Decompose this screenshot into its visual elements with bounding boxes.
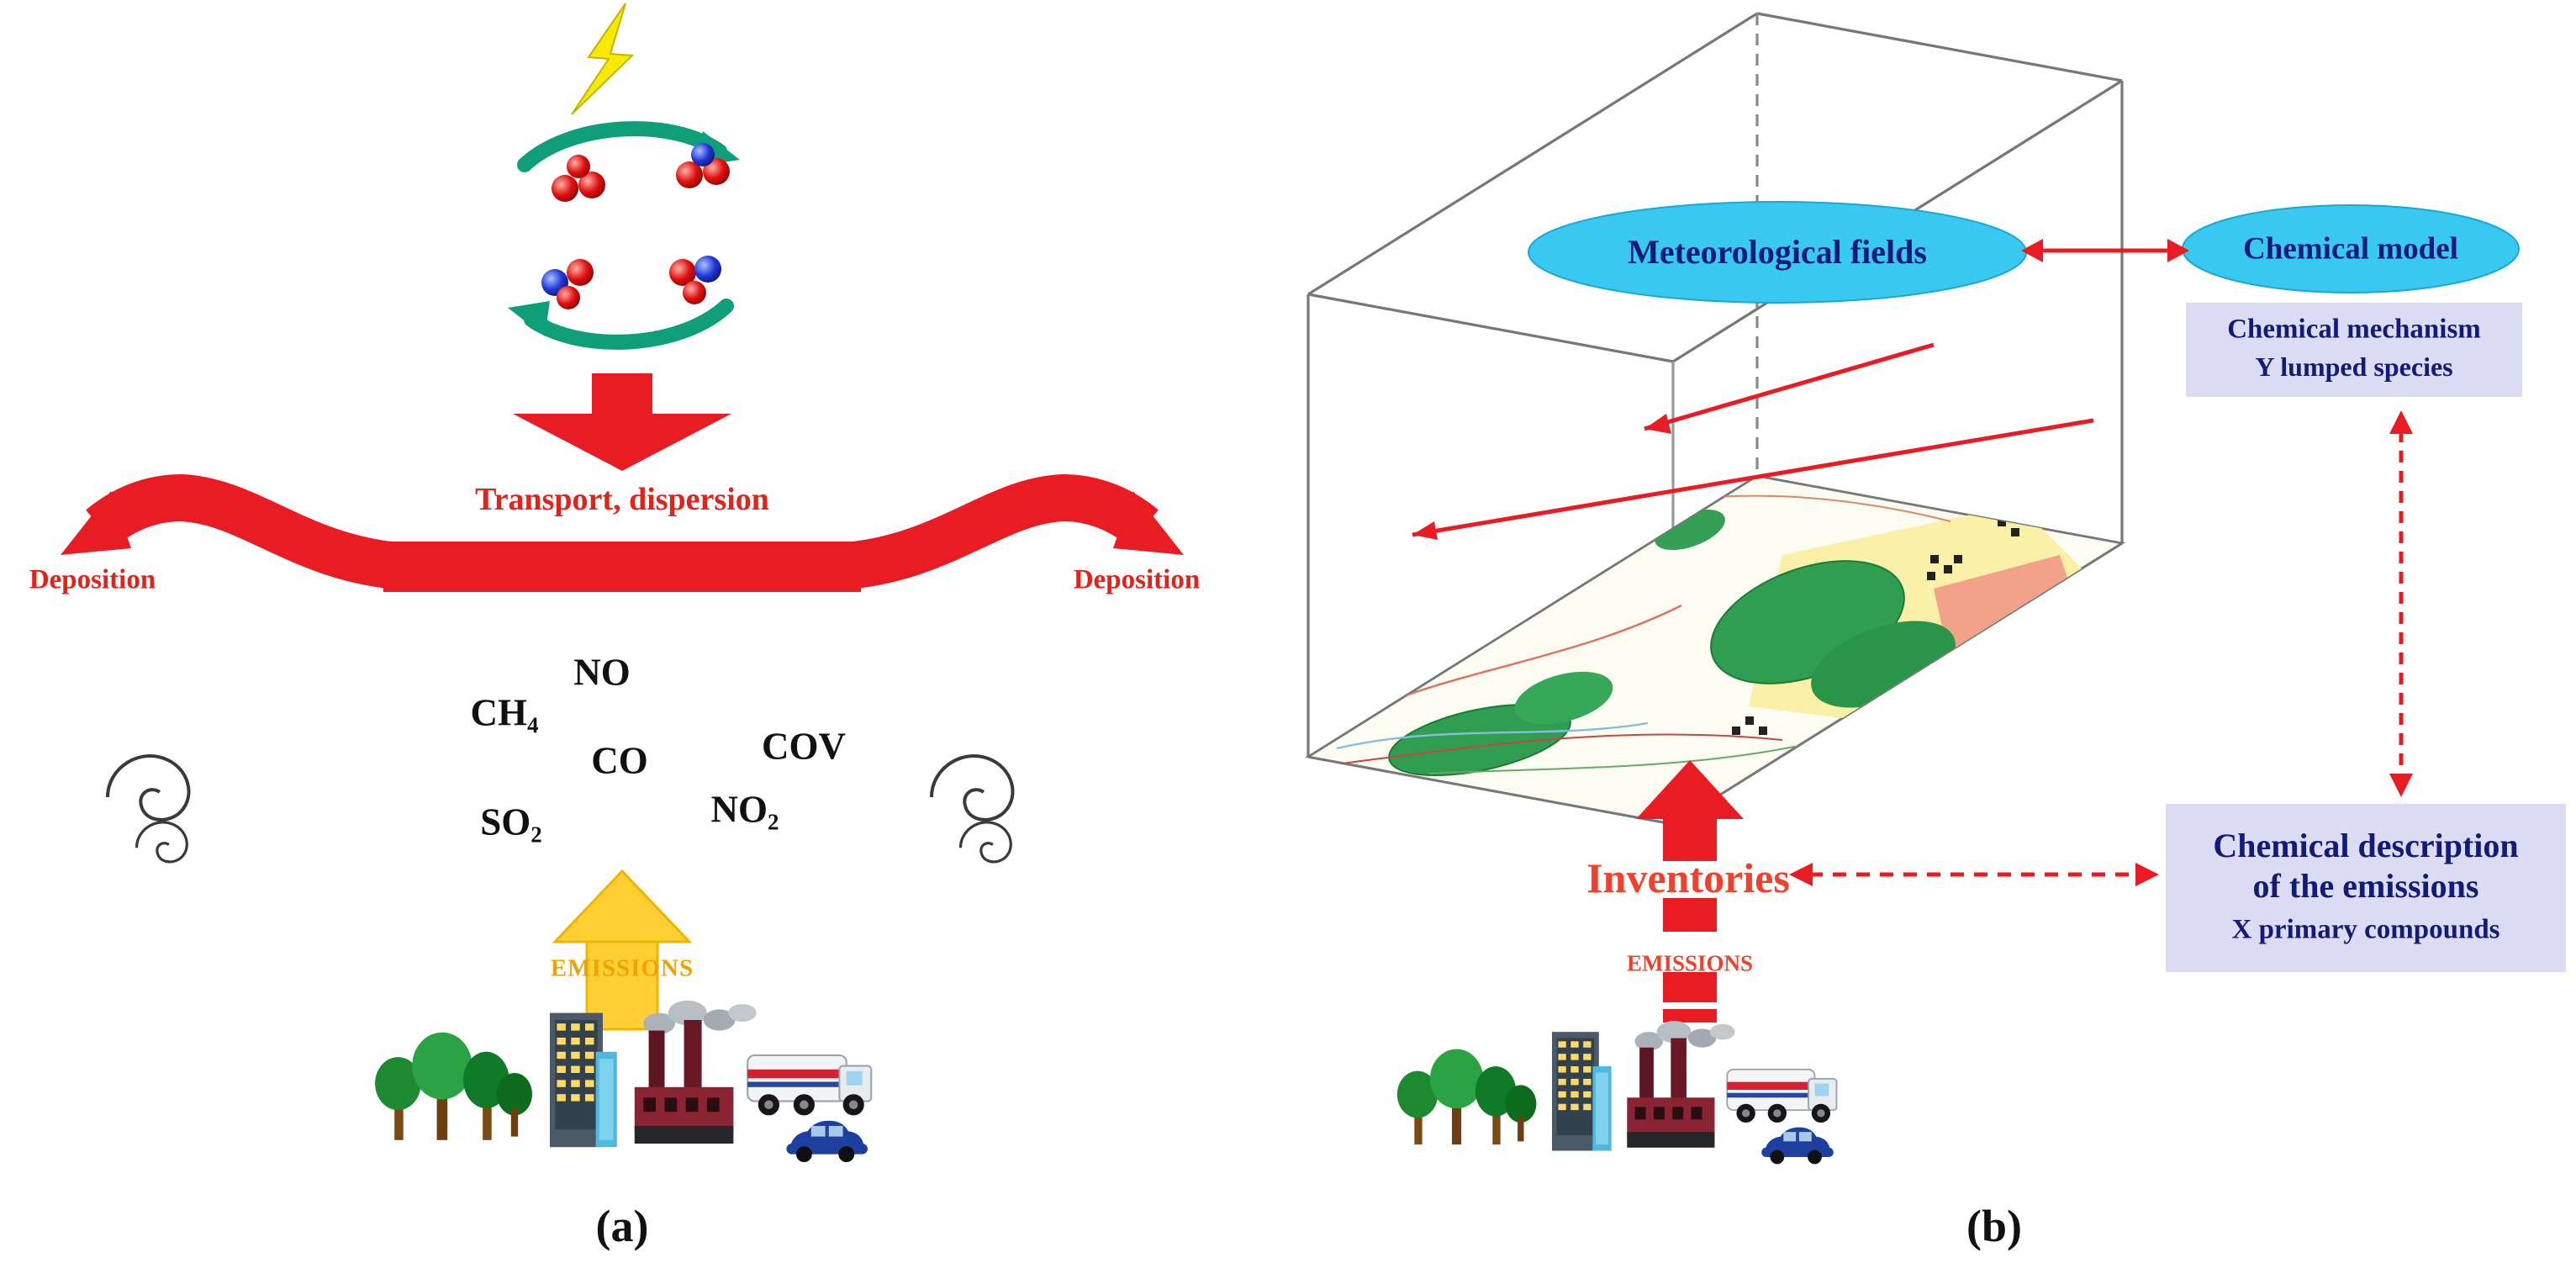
species-so2: SO₂ [480,801,542,843]
emissions-arrow-yellow [552,869,693,1031]
species-co: CO [591,739,648,782]
inventories-label: Inventories [1586,854,1790,901]
species-cov: COV [762,725,846,768]
wind-field-arrow-1 [1644,342,1935,434]
wind-field-arrow-2 [1412,418,2094,540]
panel-a-label: (a) [595,1201,649,1251]
molecules [541,143,730,309]
deposition-label-right: Deposition [1073,564,1201,595]
wind-swirl-left [108,756,189,862]
met-chem-arrow [2021,239,2189,262]
chemical-mechanism-line1: Chemical mechanism [2227,314,2481,345]
emissions-label-a: EMISSIONS [550,954,694,982]
panel-b-label: (b) [1966,1201,2022,1251]
reaction-cycle-arrows [508,121,740,350]
meteorological-fields-label: Meteorological fields [1628,233,1927,271]
chemical-description-line2: of the emissions [2252,867,2479,905]
chemical-mechanism-line2: Y lumped species [2255,351,2453,382]
chemical-description-line1: Chemical description [2213,827,2519,864]
deposition-label-left: Deposition [29,564,156,595]
chemical-mechanism-box [2186,303,2522,397]
chemical-model-label: Chemical model [2243,231,2458,267]
deposition-arrow-right [832,473,1184,590]
chemical-description-box [2166,804,2566,972]
species-no2: NO₂ [710,788,779,831]
chemical-description-line3: X primary compounds [2231,914,2500,945]
emissions-label-b: EMISSIONS [1626,950,1754,976]
transport-dispersion-label: Transport, dispersion [475,482,769,517]
emissions-dashed-arrow-b [1663,898,1717,1023]
transport-arrow [383,373,861,592]
deposition-arrow-left [61,473,412,590]
inventories-description-arrow [1789,863,2159,886]
species-no: NO [573,651,631,694]
species-ch4: CH₄ [470,691,539,734]
mechanism-description-arrow [2389,410,2413,797]
domain-map [1305,474,2125,826]
wind-swirl-right [932,756,1013,862]
inventories-arrow [1636,760,1744,861]
lightning-icon [571,3,635,115]
source-icons-b [1396,1020,1838,1165]
